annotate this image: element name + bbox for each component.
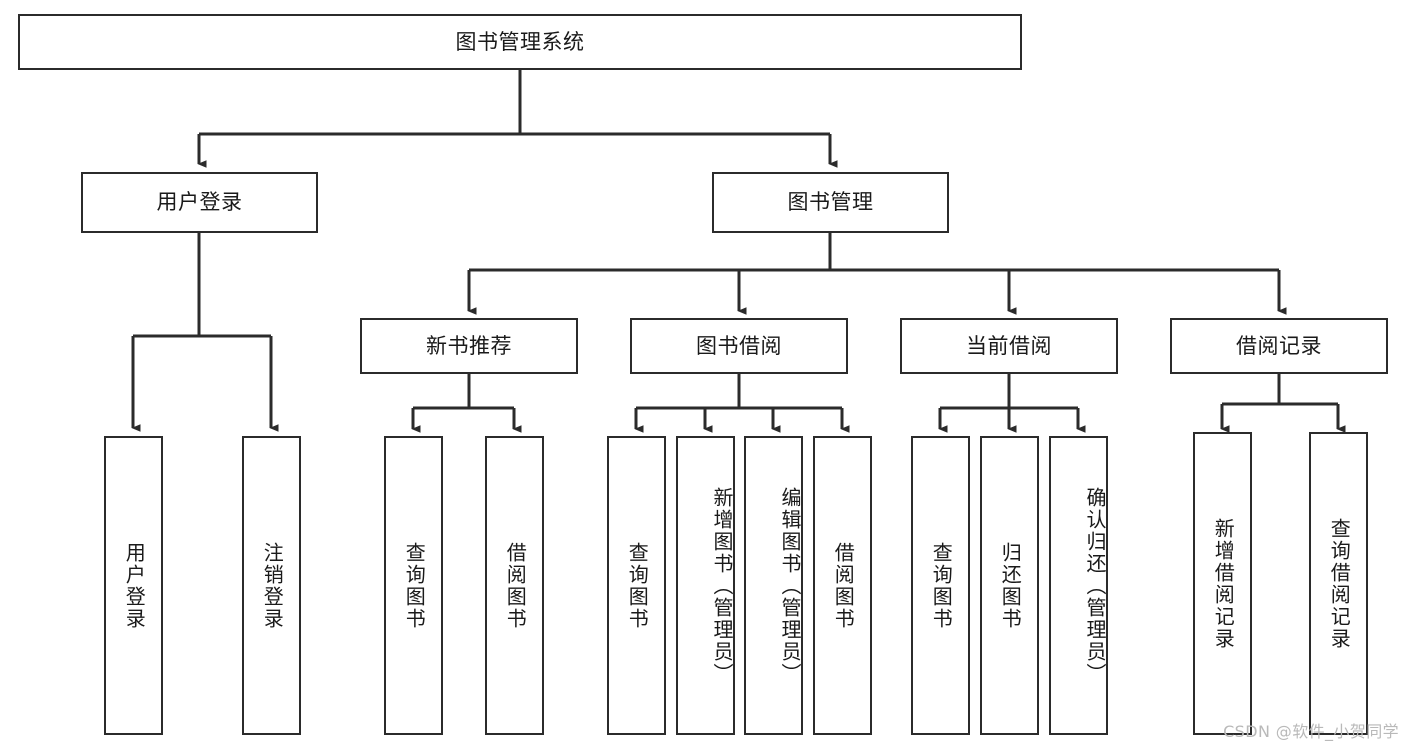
node-leaf-add-record-label: 新增借阅记录 <box>1211 517 1236 650</box>
node-leaf-query-book-1[interactable]: 查询图书 <box>384 436 443 735</box>
node-leaf-add-book-label: 新增图书（管理员） <box>710 486 734 685</box>
node-new-book-recommend-label: 新书推荐 <box>426 333 512 358</box>
node-leaf-query-book-2[interactable]: 查询图书 <box>607 436 666 735</box>
node-root[interactable]: 图书管理系统 <box>18 14 1022 70</box>
node-leaf-borrow-book-2[interactable]: 借阅图书 <box>813 436 872 735</box>
node-leaf-query-record[interactable]: 查询借阅记录 <box>1309 432 1368 735</box>
node-current-borrow[interactable]: 当前借阅 <box>900 318 1118 374</box>
node-new-book-recommend[interactable]: 新书推荐 <box>360 318 578 374</box>
csdn-watermark: CSDN @软件_小贺同学 <box>1223 722 1399 741</box>
node-leaf-edit-book-label: 编辑图书（管理员） <box>778 486 802 685</box>
node-leaf-borrow-book-1[interactable]: 借阅图书 <box>485 436 544 735</box>
node-book-borrow[interactable]: 图书借阅 <box>630 318 848 374</box>
node-user-login[interactable]: 用户登录 <box>81 172 318 233</box>
node-leaf-confirm-return[interactable]: 确认归还（管理员） <box>1049 436 1108 735</box>
node-leaf-confirm-return-label: 确认归还（管理员） <box>1083 486 1107 685</box>
node-leaf-query-book-3[interactable]: 查询图书 <box>911 436 970 735</box>
node-leaf-query-book-3-label: 查询图书 <box>929 541 954 630</box>
node-leaf-user-login[interactable]: 用户登录 <box>104 436 163 735</box>
node-leaf-borrow-book-2-label: 借阅图书 <box>831 541 856 630</box>
node-leaf-query-book-1-label: 查询图书 <box>402 541 427 630</box>
node-leaf-query-book-2-label: 查询图书 <box>625 541 650 630</box>
node-leaf-add-book[interactable]: 新增图书（管理员） <box>676 436 735 735</box>
node-leaf-query-record-label: 查询借阅记录 <box>1327 517 1352 650</box>
node-user-login-label: 用户登录 <box>156 190 243 215</box>
node-leaf-user-logout-label: 注销登录 <box>260 541 285 630</box>
node-leaf-add-record[interactable]: 新增借阅记录 <box>1193 432 1252 735</box>
node-root-label: 图书管理系统 <box>455 29 585 54</box>
node-leaf-borrow-book-1-label: 借阅图书 <box>503 541 528 630</box>
node-leaf-user-logout[interactable]: 注销登录 <box>242 436 301 735</box>
node-current-borrow-label: 当前借阅 <box>966 333 1052 358</box>
node-leaf-return-book-label: 归还图书 <box>998 541 1023 630</box>
node-borrow-record[interactable]: 借阅记录 <box>1170 318 1388 374</box>
node-book-manage[interactable]: 图书管理 <box>712 172 949 233</box>
node-book-manage-label: 图书管理 <box>787 190 874 215</box>
node-borrow-record-label: 借阅记录 <box>1236 333 1322 358</box>
node-leaf-edit-book[interactable]: 编辑图书（管理员） <box>744 436 803 735</box>
node-leaf-user-login-label: 用户登录 <box>122 541 147 630</box>
node-book-borrow-label: 图书借阅 <box>696 333 782 358</box>
node-leaf-return-book[interactable]: 归还图书 <box>980 436 1039 735</box>
